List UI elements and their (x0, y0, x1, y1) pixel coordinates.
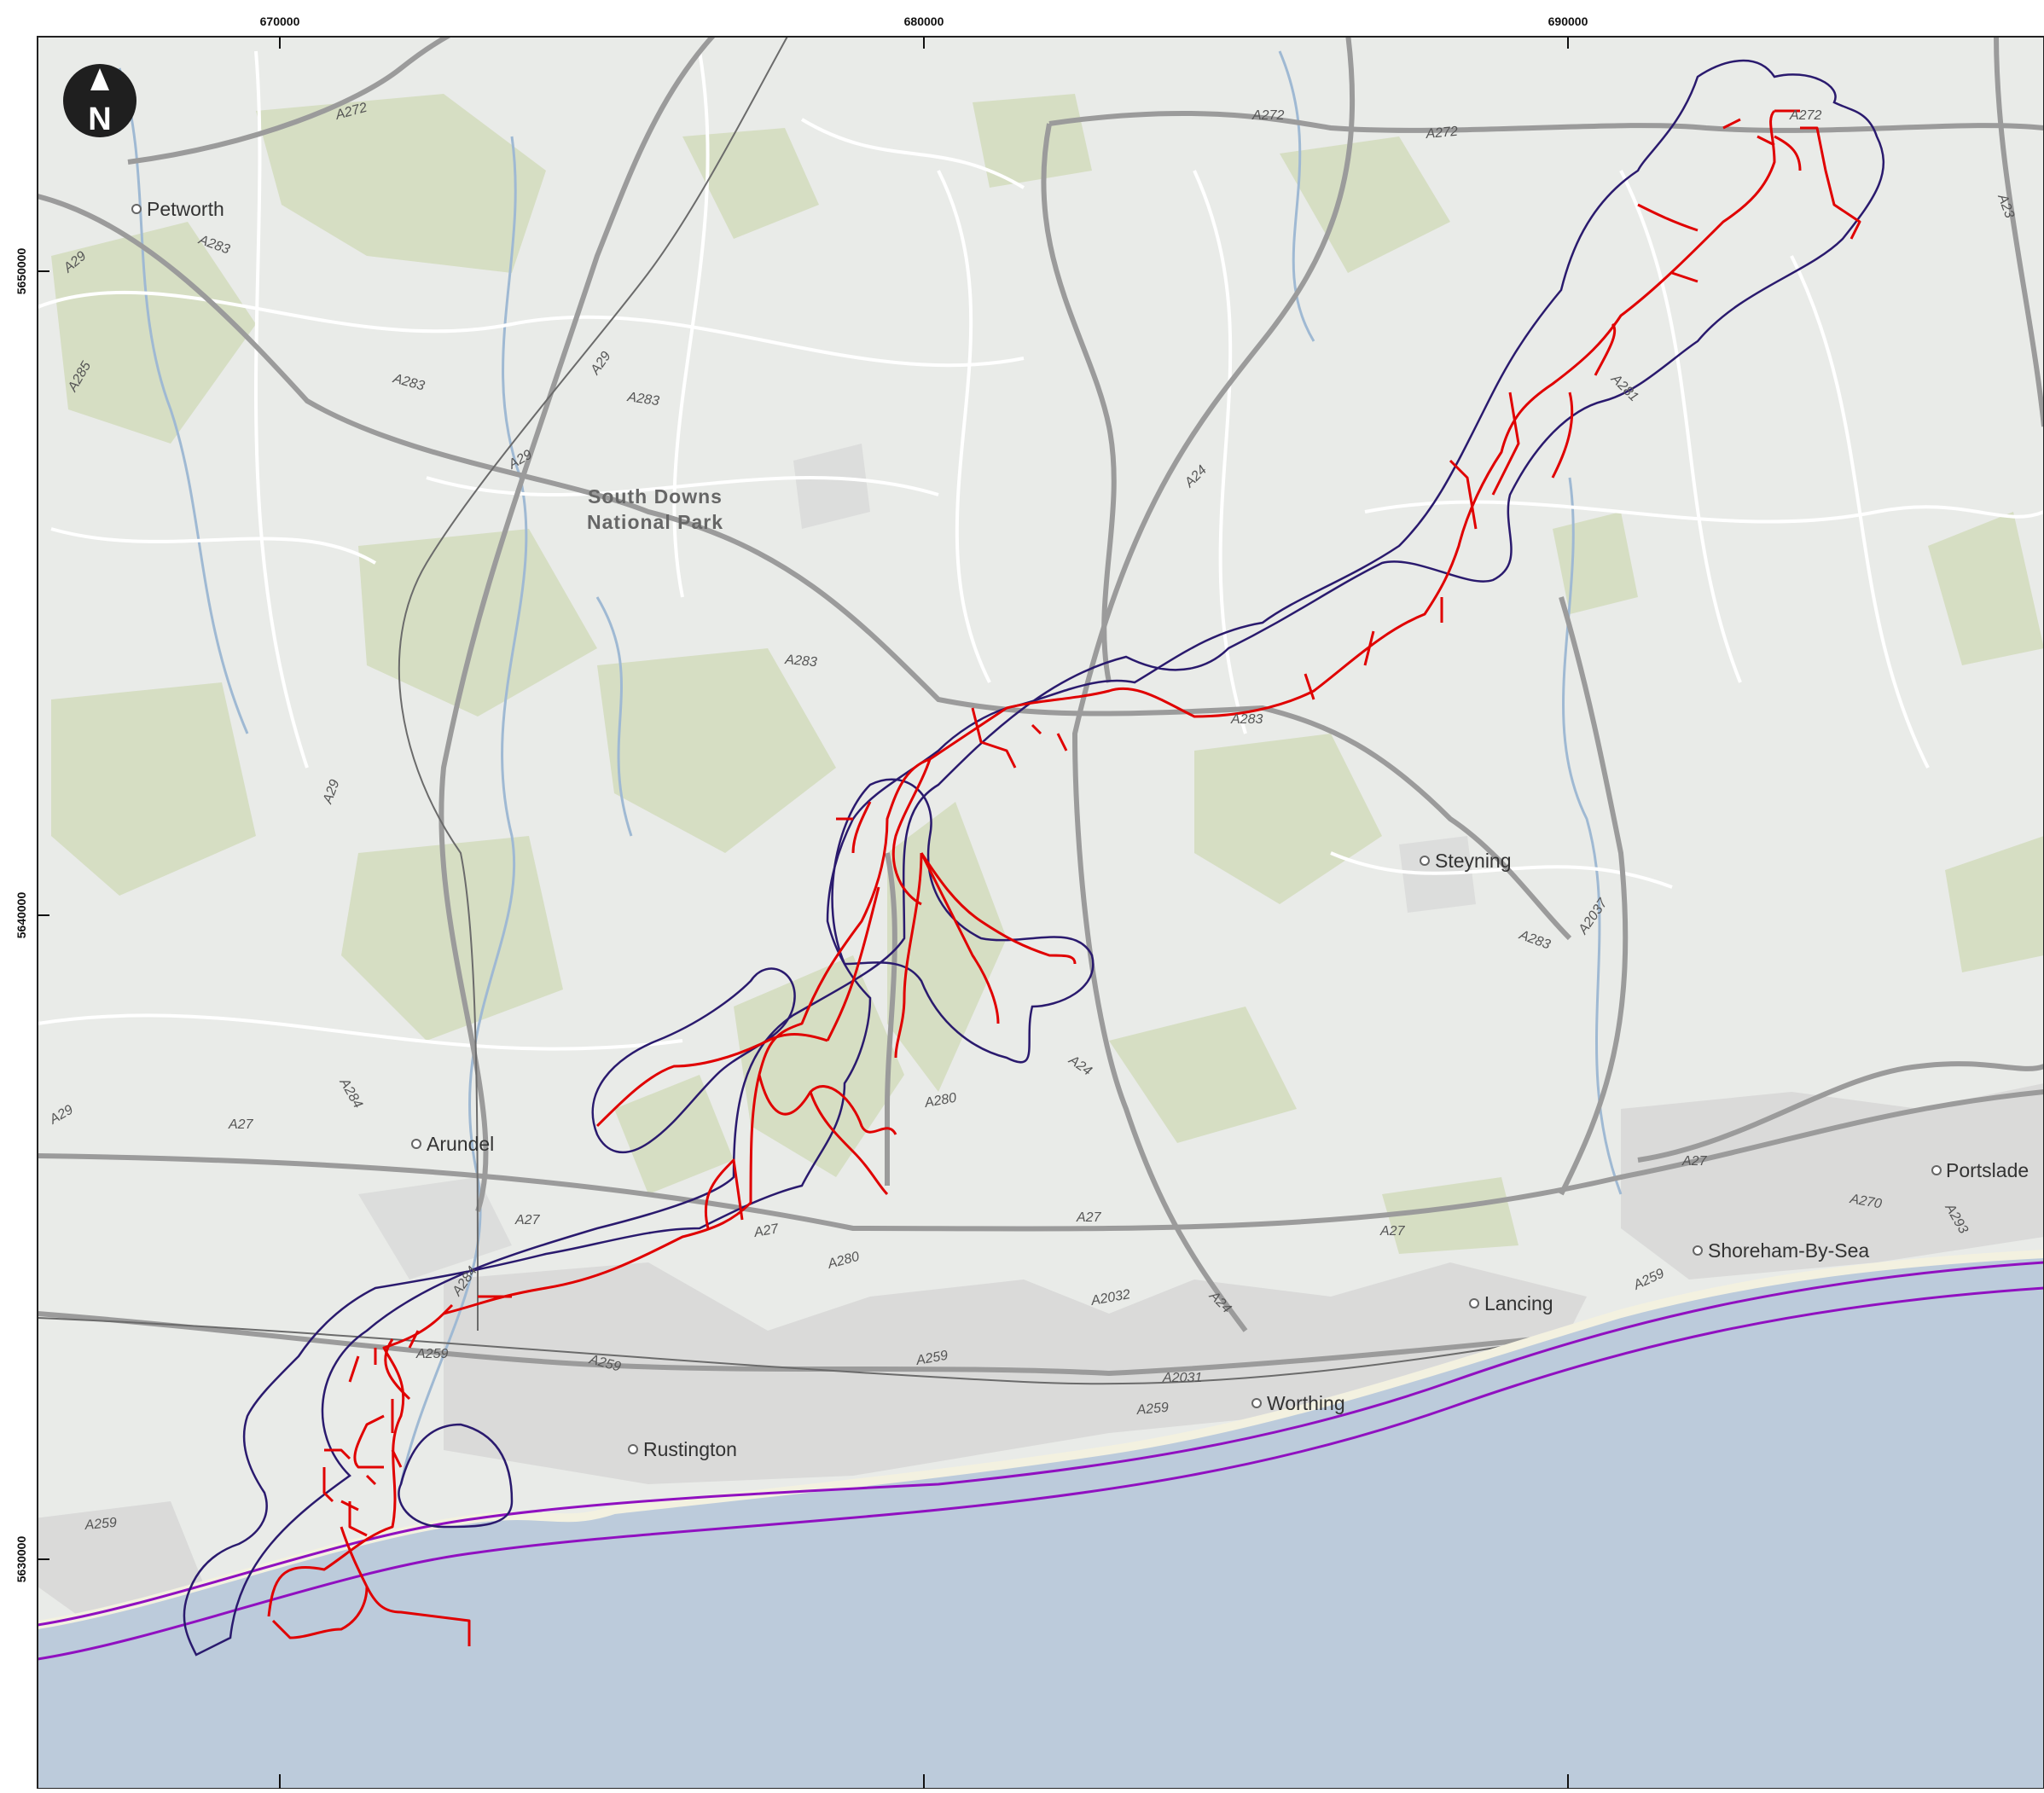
road-label: A259 (84, 1516, 118, 1533)
grid-label-x-1: 680000 (904, 15, 944, 28)
place-worthing: Worthing (1267, 1392, 1345, 1414)
place-labels: Petworth Arundel Rustington Worthing Lan… (131, 198, 2029, 1460)
place-shoreham-by-sea: Shoreham-By-Sea (1708, 1239, 1869, 1262)
grid-label-y-0: 5650000 (15, 248, 28, 295)
grid-label-x-0: 670000 (260, 15, 300, 28)
road-label: A27 (1379, 1224, 1406, 1239)
place-rustington: Rustington (643, 1438, 737, 1460)
urban-areas (38, 444, 2044, 1621)
route-buffer-outline (183, 59, 1884, 1657)
road-label: A27 (228, 1117, 254, 1132)
road-label: A27 (514, 1213, 541, 1227)
road-label: A283 (625, 390, 659, 409)
north-arrow-letter: N (88, 102, 111, 137)
rivers (118, 50, 1623, 1485)
place-steyning: Steyning (1435, 850, 1512, 872)
major-roads (38, 37, 2044, 1377)
road-label: A272 (1789, 108, 1821, 123)
grid-ticks (38, 37, 1569, 1789)
grid-label-x-2: 690000 (1548, 15, 1588, 28)
road-label: A27 (1076, 1210, 1102, 1225)
place-petworth: Petworth (147, 198, 224, 220)
sea-area (38, 1254, 2044, 1789)
road-label: A27 (752, 1221, 781, 1240)
grid-label-y-2: 5630000 (15, 1536, 28, 1583)
grid-label-y-1: 5640000 (15, 892, 28, 939)
road-label: A259 (1135, 1401, 1170, 1418)
road-label: A272 (1251, 108, 1284, 123)
coastal-boundary-lines (38, 1261, 2044, 1661)
road-label: A283 (1230, 712, 1263, 727)
road-label: A27 (1681, 1154, 1708, 1169)
road-label: A272 (1425, 125, 1459, 142)
route-buffer-lobes (398, 778, 1095, 1529)
woodland-patches (51, 94, 2044, 1254)
road-label: A270 (1848, 1192, 1883, 1211)
road-label: A259 (915, 1349, 949, 1368)
park-label-line1: South Downs (588, 485, 723, 508)
minor-roads (38, 50, 2044, 1051)
road-label: A280 (923, 1091, 958, 1111)
park-label-line2: National Park (587, 511, 723, 533)
place-lancing: Lancing (1484, 1292, 1553, 1314)
road-label: A283 (784, 653, 818, 670)
place-portslade: Portslade (1946, 1159, 2029, 1181)
road-label: A2031 (1162, 1371, 1202, 1385)
route-network (267, 109, 1861, 1646)
place-arundel: Arundel (427, 1133, 494, 1155)
road-label: A259 (415, 1347, 448, 1361)
north-arrow-icon: N (63, 64, 136, 137)
